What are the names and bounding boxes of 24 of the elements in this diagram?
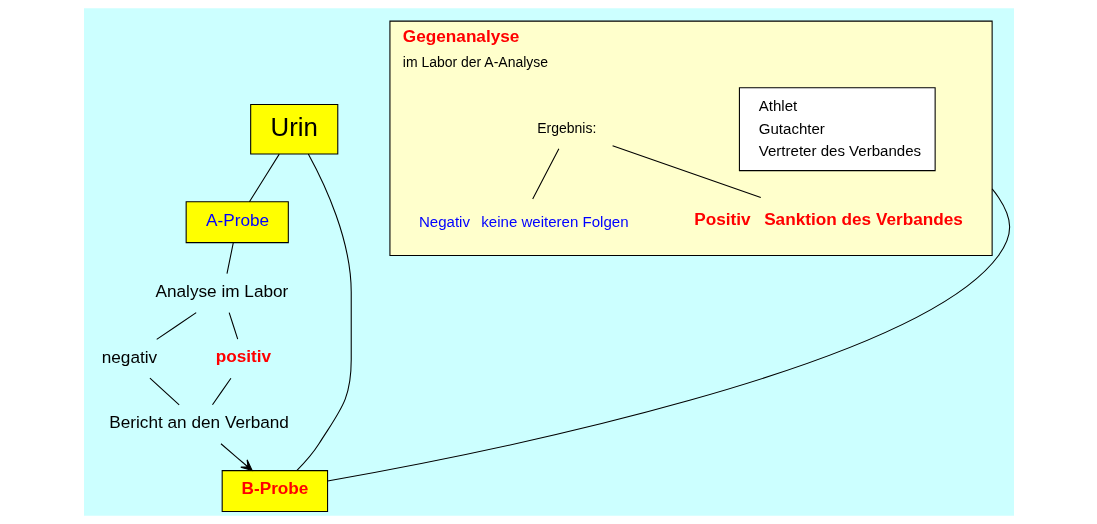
connector: [155, 312, 197, 340]
node-text: positiv: [215, 345, 271, 366]
node-text: Ergebnis:: [536, 119, 596, 136]
connector: [228, 312, 238, 340]
node-box: Urin: [249, 103, 338, 155]
node-text: Bericht an den Verband: [108, 412, 289, 433]
connector: [148, 377, 180, 406]
arrow: [219, 443, 253, 472]
node-text: Negativ: [418, 212, 470, 230]
connector: [326, 188, 1010, 482]
node-box: A-Probe: [185, 201, 289, 244]
node-text: Analyse im Labor: [155, 281, 288, 302]
connector: [611, 145, 761, 198]
node-box: Athlet Gutachter Vertreter des Verbandes: [738, 87, 936, 172]
node-text: Positiv: [693, 209, 751, 230]
connector: [211, 377, 231, 406]
node-text: negativ: [101, 346, 157, 367]
node-label: keine weiteren Folgen: [480, 212, 629, 230]
connector: [531, 148, 559, 200]
connector: [248, 153, 280, 203]
connector: [295, 153, 352, 471]
node-label: Sanktion des Verbandes: [763, 209, 963, 230]
connector: [225, 242, 234, 275]
node-box: B-Probe: [221, 470, 328, 512]
